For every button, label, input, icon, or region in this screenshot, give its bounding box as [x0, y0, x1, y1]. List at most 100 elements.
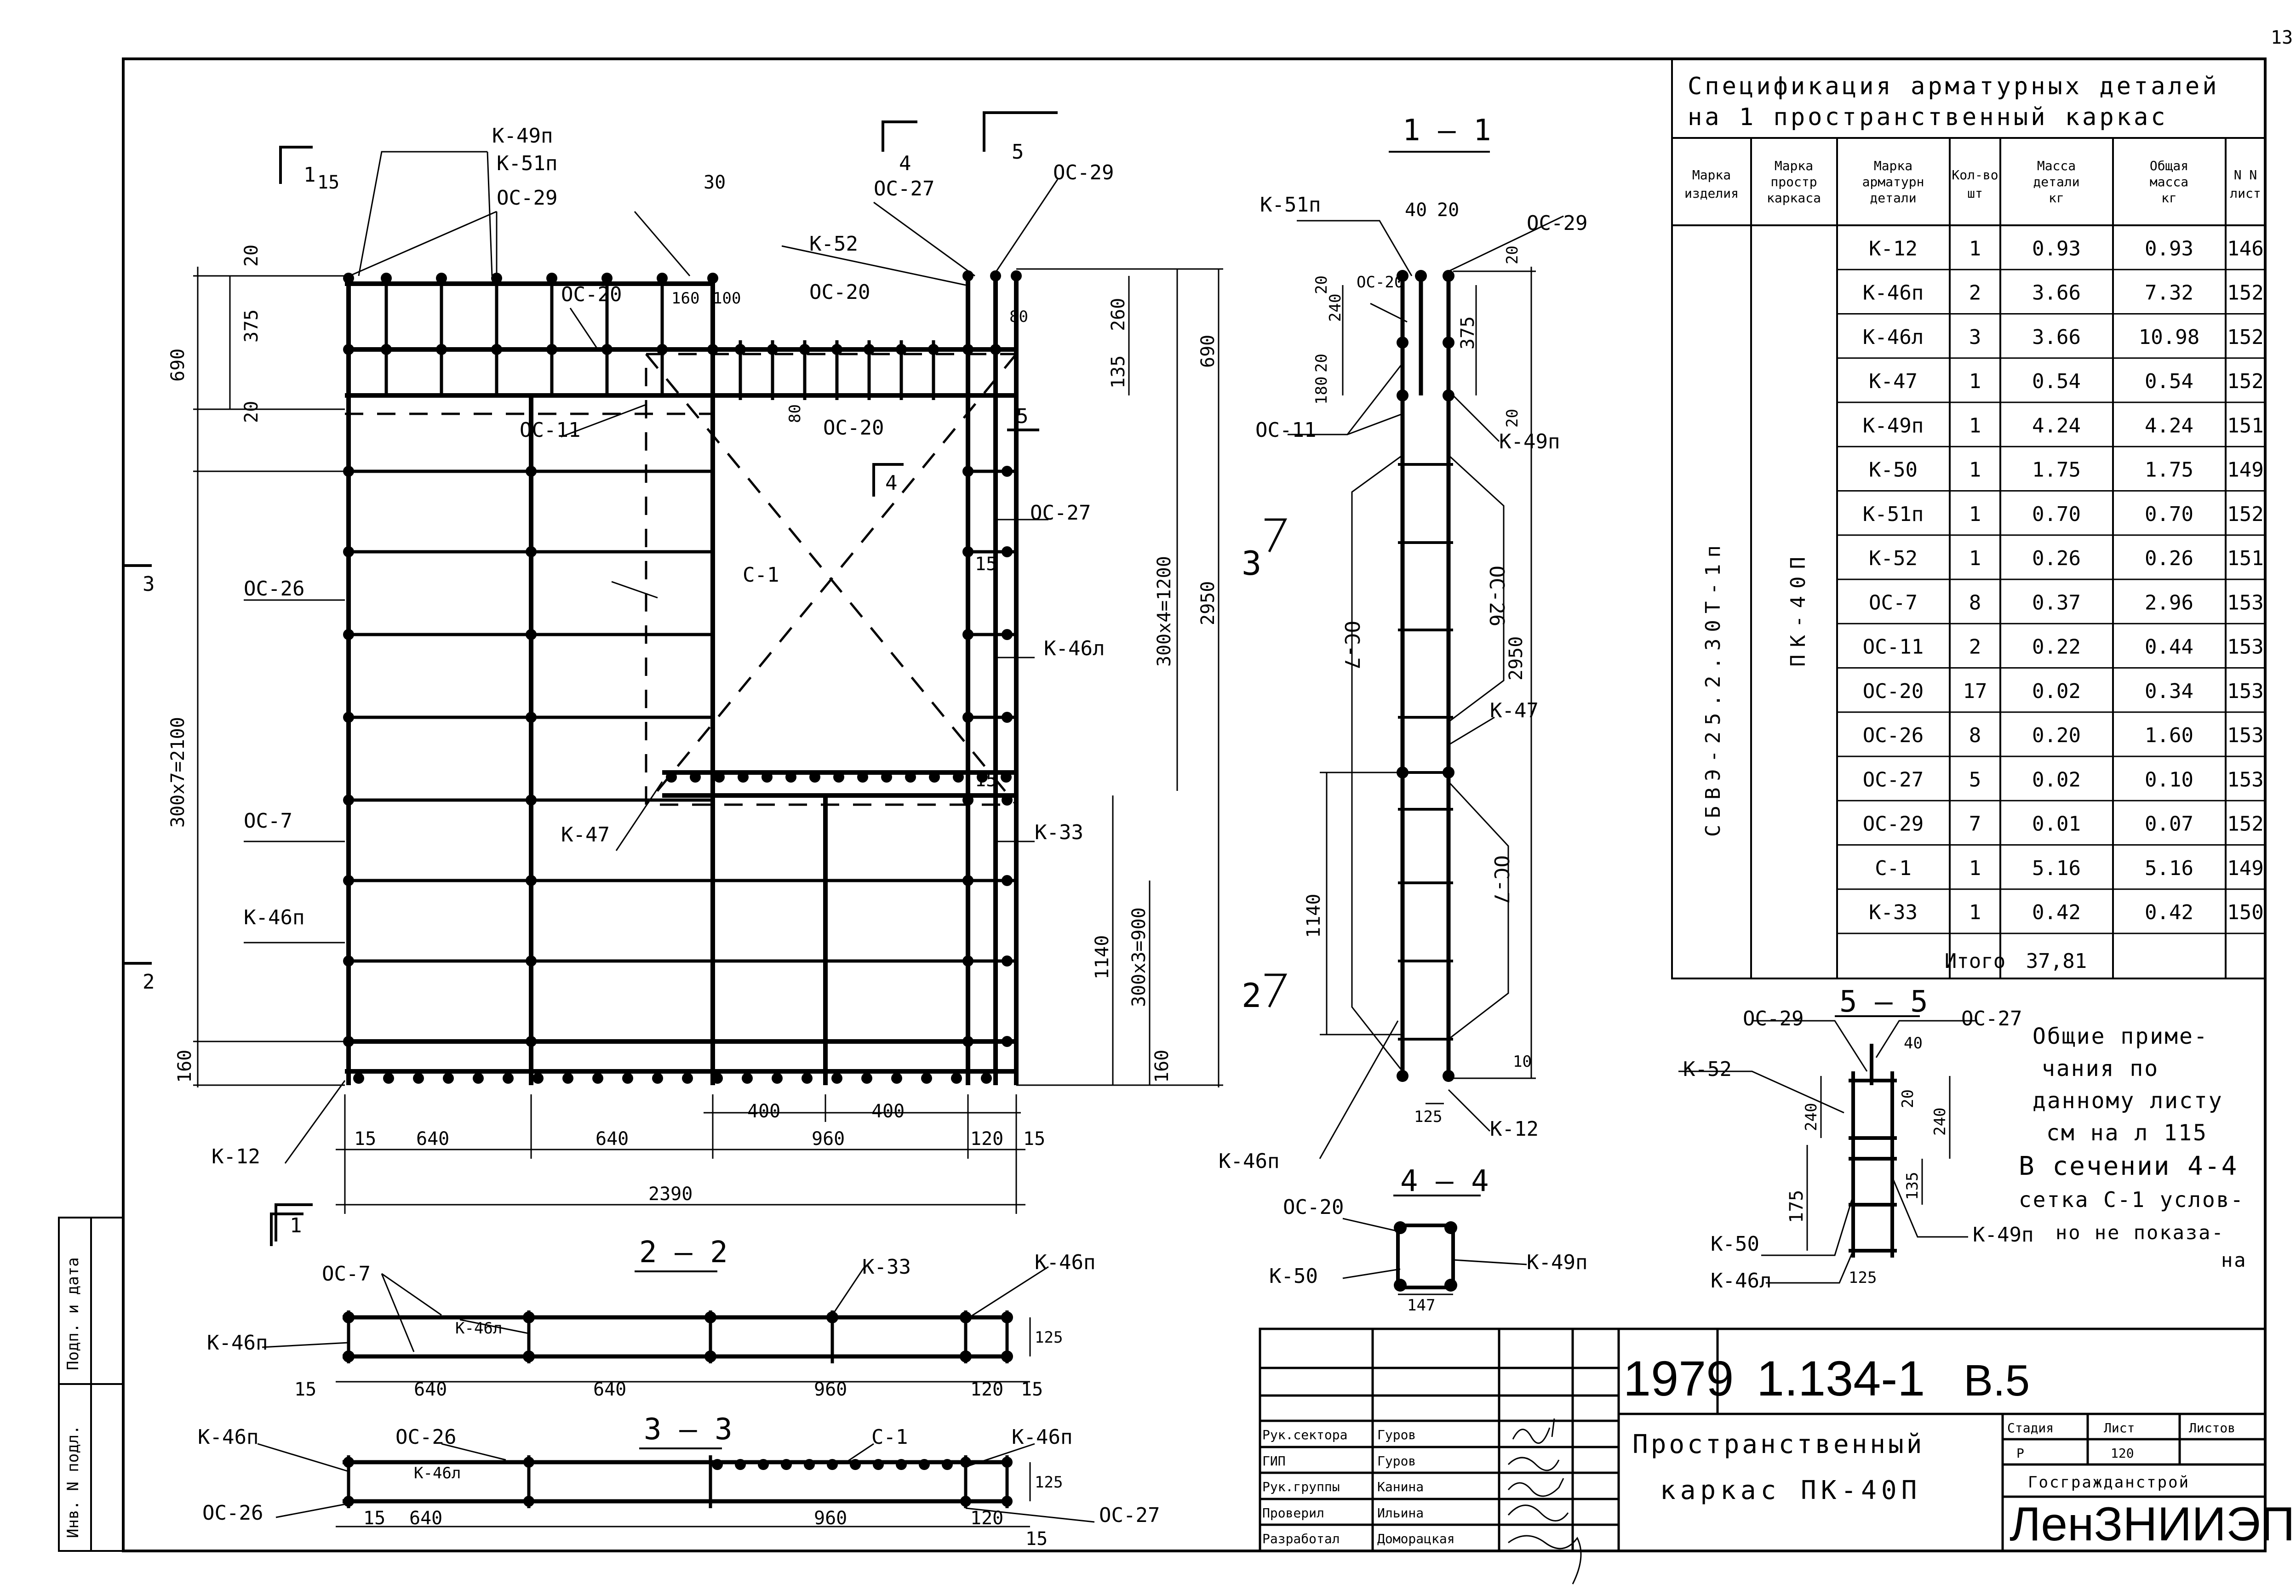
dim-15-right: 15	[975, 770, 997, 791]
rod-section-dot	[546, 273, 557, 284]
rod-section-dot	[831, 344, 842, 355]
s11-dim-20-a: 20	[1312, 275, 1331, 294]
rod-section-dot	[962, 270, 973, 281]
spec-cell-sheet: 149	[2227, 857, 2263, 880]
s33-label-k46p: К-46п	[1012, 1425, 1072, 1449]
spec-cell-mark: К-12	[1869, 237, 1918, 260]
cut-4-mid: 4	[885, 471, 898, 495]
s33-dim-15: 15	[363, 1508, 385, 1529]
rod-section-dot	[712, 1073, 723, 1084]
rod-section-dot	[526, 629, 537, 640]
s11-dim-240: 240	[1326, 294, 1345, 322]
s11-label-oc11: ОС-11	[1255, 418, 1316, 442]
dim-120: 120	[970, 1128, 1003, 1150]
side-strip	[58, 1217, 124, 1552]
spec-cell-total: 7.32	[2145, 281, 2193, 305]
side-label-inv: Инв. N подл.	[64, 1425, 82, 1538]
title-block	[1259, 1327, 2267, 1552]
note-line-4: см на л 115	[2046, 1120, 2208, 1146]
section-4-4-labels: 4 — 4 ОС-20 К-50 К-49п 147	[1269, 1164, 1587, 1315]
rod-section-dot	[1397, 389, 1409, 401]
spec-cell-sheet: 153	[2227, 635, 2263, 659]
dim-20-b: 20	[241, 401, 262, 423]
rod-section-dot	[990, 270, 1001, 281]
tb-role-2: Рук.группы	[1262, 1479, 1340, 1494]
spec-cell-qty: 1	[1969, 370, 1981, 393]
rod-section-dot	[353, 1073, 364, 1084]
cut-1-bottom: 1	[290, 1214, 302, 1237]
s55-dim-20: 20	[1899, 1089, 1917, 1108]
rod-section-dot	[413, 1073, 424, 1084]
spec-cell-sheet: 151	[2227, 547, 2263, 570]
s44-dim-147: 147	[1407, 1296, 1435, 1315]
s55-dim-240-a: 240	[1802, 1103, 1821, 1131]
label-c1: С-1	[743, 563, 779, 587]
s11-label-k47: К-47	[1490, 699, 1539, 722]
s11-cut-3: 3	[1242, 544, 1261, 583]
dim-160-left: 160	[174, 1050, 195, 1083]
s22-label-k46p-left: К-46п	[207, 1331, 268, 1355]
spec-cell-sheet: 151	[2227, 414, 2263, 437]
s11-dim-20: 20	[1437, 200, 1459, 221]
rod-section-dot	[735, 1459, 746, 1470]
cut-2-left: 2	[143, 970, 155, 994]
rod-section-dot	[951, 1073, 962, 1084]
section-3-3-title: 3 — 3	[644, 1413, 733, 1447]
spec-cell-total: 0.54	[2145, 370, 2193, 393]
rod-section-dot	[1397, 337, 1409, 349]
dim-960: 960	[812, 1128, 845, 1150]
spec-cell-sheet: 146	[2227, 237, 2263, 260]
label-k52: К-52	[809, 232, 858, 256]
rod-section-dot	[962, 1036, 973, 1047]
rod-section-dot	[532, 1073, 544, 1084]
section-3-3-dots	[343, 1457, 1013, 1507]
spec-cell-sheet: 152	[2227, 281, 2263, 305]
spec-cell-mass: 3.66	[2032, 326, 2081, 349]
rod-section-dot	[343, 629, 354, 640]
section-1-1-dots	[1397, 270, 1454, 1082]
spec-cell-sheet: 149	[2227, 458, 2263, 482]
general-notes: Общие приме- чания по данному листу см н…	[2019, 1024, 2247, 1271]
s22-dim-120: 120	[970, 1379, 1003, 1400]
dim-15-right-b: 15	[975, 554, 997, 575]
s44-label-k49p: К-49п	[1527, 1251, 1587, 1274]
rod-section-dot	[1001, 1350, 1013, 1362]
spec-cell-qty: 3	[1969, 326, 1981, 349]
spec-cell-total: 1.60	[2145, 724, 2193, 747]
rod-section-dot	[1002, 1036, 1013, 1047]
rod-section-dot	[526, 712, 537, 723]
spec-col-total-3: кг	[2161, 190, 2177, 206]
cut-5-mid: 5	[1016, 405, 1029, 428]
s33-label-oc26-left: ОС-26	[202, 1501, 263, 1525]
s11-dim-375: 375	[1457, 316, 1478, 349]
main-view-dimensions	[193, 267, 1223, 1214]
spec-cell-mark: К-47	[1869, 370, 1918, 393]
dim-640-b: 640	[595, 1128, 629, 1150]
rod-section-dot	[1444, 1279, 1457, 1292]
rod-section-dot	[491, 273, 502, 284]
note-line-8: на	[2221, 1249, 2247, 1271]
rod-section-dot	[1002, 955, 1013, 967]
label-oc20-b: ОС-20	[809, 280, 870, 304]
spec-cell-mark: ОС-11	[1863, 635, 1924, 659]
spec-cell-qty: 1	[1969, 503, 1981, 526]
spec-cell-mark: ОС-29	[1863, 812, 1924, 836]
spec-total-value: 37,81	[2026, 950, 2087, 973]
label-k46l: К-46л	[1044, 637, 1105, 660]
label-k46p: К-46п	[244, 906, 304, 929]
rod-section-dot	[562, 1073, 573, 1084]
spec-cell-qty: 1	[1969, 414, 1981, 437]
rod-section-dot	[861, 1073, 872, 1084]
s55-label-k46l: К-46л	[1711, 1269, 1771, 1293]
spec-cell-mark: ОС-20	[1863, 680, 1924, 703]
spec-col-qty: Кол-во	[1952, 167, 1998, 183]
section-5-5-title: 5 — 5	[1839, 985, 1928, 1019]
spec-col-sheet: N N	[2234, 167, 2257, 183]
rod-section-dot	[785, 772, 796, 783]
rod-section-dot	[592, 1073, 603, 1084]
rod-section-dot	[962, 466, 973, 477]
note-line-5: В сечении 4-4	[2019, 1151, 2238, 1181]
rod-section-dot	[601, 344, 613, 355]
rod-section-dot	[1443, 1070, 1454, 1082]
spec-total-label: Итого	[1945, 950, 2005, 973]
